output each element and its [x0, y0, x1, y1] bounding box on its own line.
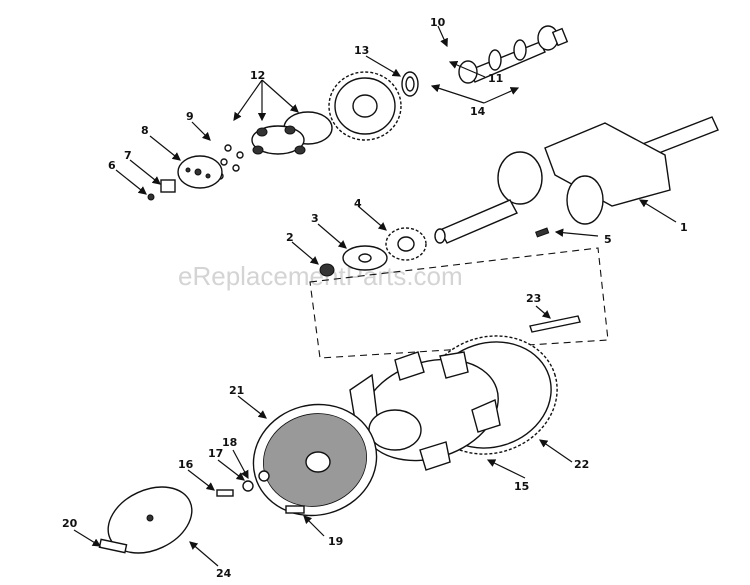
callout-16: 16	[178, 458, 194, 471]
callout-20: 20	[62, 517, 78, 530]
callout-10: 10	[430, 16, 446, 29]
governor-plate-part	[177, 155, 223, 189]
callout-15: 15	[514, 480, 529, 493]
nut-part	[160, 179, 176, 193]
callout-1: 1	[680, 221, 688, 234]
bolt-16-part	[216, 489, 234, 497]
callout-9: 9	[186, 110, 194, 123]
small-screw-part	[147, 193, 155, 201]
callout-12: 12	[250, 69, 265, 82]
cam-gear-part	[283, 71, 402, 145]
crank-nut-part	[319, 263, 335, 277]
callout-3: 3	[311, 212, 319, 225]
callout-2: 2	[286, 231, 294, 244]
callout-13: 13	[354, 44, 369, 57]
callout-21: 21	[229, 384, 244, 397]
callout-24: 24	[216, 567, 232, 580]
callout-19: 19	[328, 535, 343, 548]
crank-key-part	[535, 227, 550, 238]
crank-gear-part	[385, 227, 427, 261]
callout-7: 7	[124, 149, 132, 162]
flyweight-assembly-part	[251, 125, 306, 155]
callout-23: 23	[526, 292, 541, 305]
callout-5: 5	[604, 233, 612, 246]
callout-4: 4	[354, 197, 362, 210]
callout-8: 8	[141, 124, 149, 137]
callout-17: 17	[208, 447, 223, 460]
leader-lines	[73, 25, 677, 567]
crankshaft-part	[434, 116, 719, 244]
watermark-text: eReplacementParts.com	[178, 261, 463, 291]
screw-19-part	[285, 505, 305, 514]
camshaft-part	[458, 25, 569, 84]
dashed-indicator-box	[309, 247, 609, 359]
rotating-screen-part	[252, 403, 378, 517]
callout-labels: 1 2 3 4 5 6 7 8 9 10 11 12 13 14 15 16 1…	[62, 16, 688, 580]
callout-22: 22	[574, 458, 589, 471]
flywheel-key-part	[529, 315, 581, 333]
callout-11: 11	[488, 72, 503, 85]
cup-part	[107, 486, 193, 554]
washer-18-part	[258, 470, 270, 482]
washer-17-part	[242, 480, 254, 492]
callout-14: 14	[470, 105, 486, 118]
callout-18: 18	[222, 436, 237, 449]
callout-6: 6	[108, 159, 116, 172]
